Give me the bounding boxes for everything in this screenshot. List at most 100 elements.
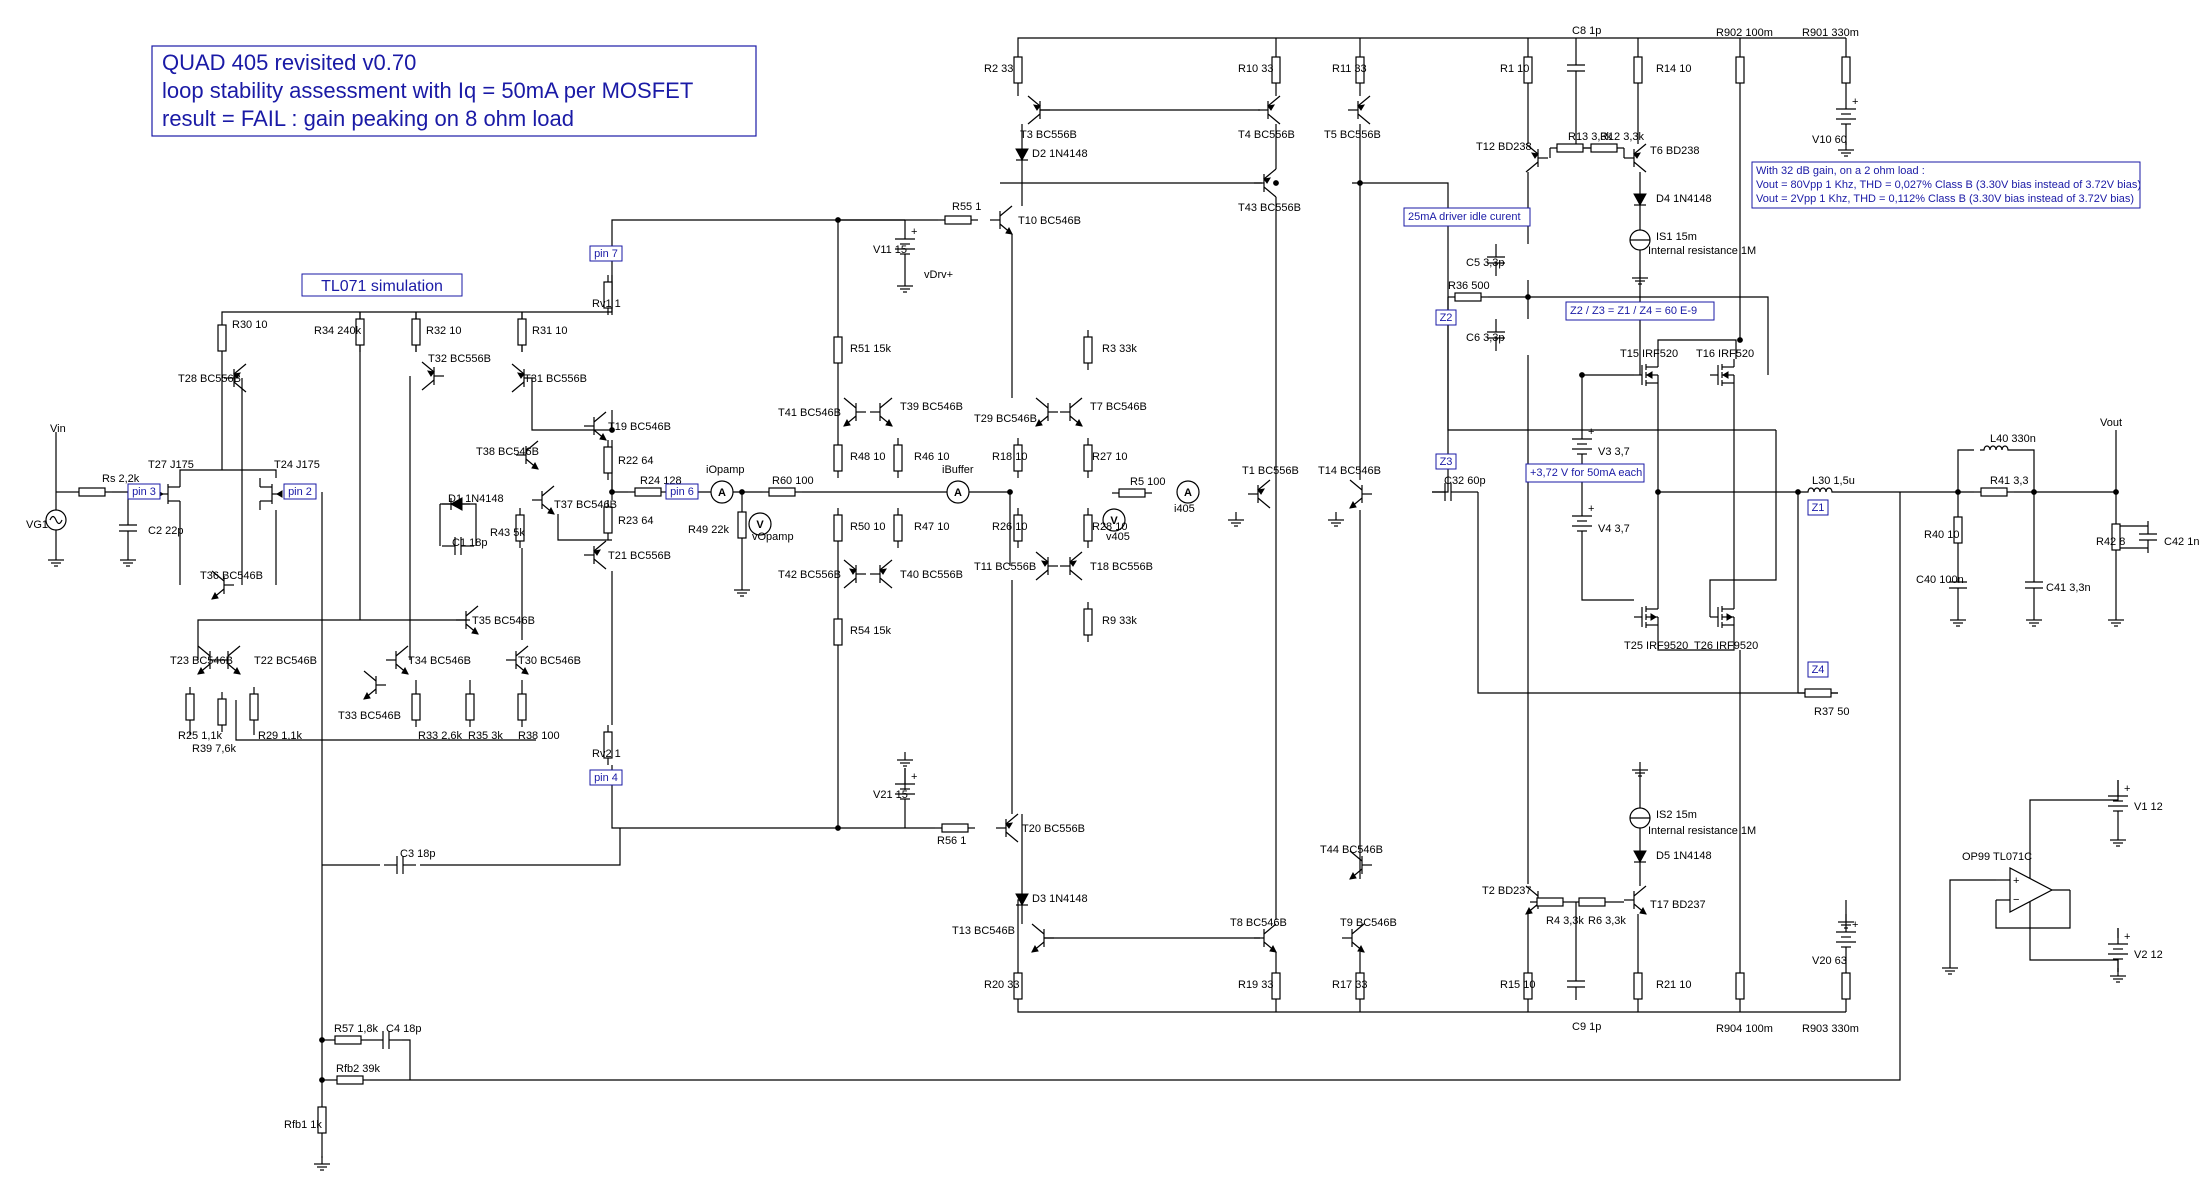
label-r33-2-6k: R33 2,6k bbox=[418, 730, 463, 742]
label-v11-15: V11 15 bbox=[873, 244, 907, 256]
component-r9-33k-resistor bbox=[1083, 602, 1093, 642]
label-r12-3-3k: R12 3,3k bbox=[1600, 131, 1645, 143]
svg-text:+: + bbox=[1588, 503, 1594, 515]
label-t18-bc556b: T18 BC556B bbox=[1090, 561, 1153, 573]
component-v11-15-battery: + bbox=[895, 223, 917, 267]
tag-text-z2: Z2 bbox=[1440, 312, 1453, 324]
label-r902-100m: R902 100m bbox=[1716, 27, 1773, 39]
label-r34-240k: R34 240k bbox=[314, 325, 362, 337]
component-t6-bd238-pnp bbox=[1624, 143, 1647, 173]
tl071-simulation-box: TL071 simulation bbox=[301, 273, 463, 297]
tag-z2: Z2 bbox=[1435, 309, 1457, 326]
component-v20-63-battery: + bbox=[1836, 916, 1858, 960]
label-t34-bc546b: T34 BC546B bbox=[408, 655, 471, 667]
component-t12-bd238-pnp bbox=[1525, 143, 1548, 173]
component-t3-bc556b-pnp bbox=[1027, 95, 1050, 125]
label-r43-5k: R43 5k bbox=[490, 527, 525, 539]
label-t39-bc546b: T39 BC546B bbox=[900, 401, 963, 413]
ground-symbol bbox=[897, 752, 913, 767]
label-t4-bc556b: T4 BC556B bbox=[1238, 129, 1295, 141]
component-t25-irf9520-pmos bbox=[1634, 601, 1659, 633]
label-r9-33k: R9 33k bbox=[1102, 615, 1137, 627]
tag-text-pin-2: pin 2 bbox=[288, 486, 312, 498]
junction-dot bbox=[835, 217, 841, 223]
label-t27-j175: T27 J175 bbox=[148, 459, 194, 471]
component-t35-bc546b-npn bbox=[456, 605, 479, 635]
wire bbox=[557, 514, 612, 541]
component-t36-bc546b-npn bbox=[211, 570, 234, 600]
wire bbox=[1949, 879, 1996, 960]
component-t18-bc556b-pnp bbox=[1060, 551, 1083, 581]
component-t42-bc556b-pnp bbox=[843, 559, 866, 589]
iopamp-ammeter: A bbox=[710, 480, 734, 504]
component-t26-irf9520-pmos bbox=[1710, 601, 1735, 633]
tag-pin-2: pin 2 bbox=[283, 483, 317, 500]
tl071-simulation-label: TL071 simulation bbox=[321, 278, 443, 295]
ground-symbol bbox=[1328, 512, 1344, 527]
component-r34-240k-resistor bbox=[355, 312, 365, 352]
label-r25-1-1k: R25 1,1k bbox=[178, 730, 223, 742]
tag-text-pin-6: pin 6 bbox=[670, 486, 694, 498]
svg-text:V: V bbox=[1110, 515, 1118, 527]
component-t9-bc546b-npn bbox=[1342, 923, 1365, 953]
label-r20-33: R20 33 bbox=[984, 979, 1019, 991]
component-t5-bc556b-pnp bbox=[1348, 95, 1371, 125]
component-c6-3-3p-capacitor bbox=[1487, 319, 1505, 351]
component-r57-1-8k-resistor bbox=[328, 1035, 368, 1045]
label-r39-7-6k: R39 7,6k bbox=[192, 743, 237, 755]
label-c32-60p: C32 60p bbox=[1444, 475, 1486, 487]
label-r32-10: R32 10 bbox=[426, 325, 461, 337]
wire bbox=[402, 1039, 411, 1080]
wire bbox=[197, 619, 470, 660]
label-v20-63: V20 63 bbox=[1812, 955, 1847, 967]
ground-symbol bbox=[1838, 914, 1854, 929]
label-r49-22k: R49 22k bbox=[688, 524, 729, 536]
label-t20-bc556b: T20 BC556B bbox=[1022, 823, 1085, 835]
junction-dot bbox=[835, 825, 841, 831]
label-v10-60: V10 60 bbox=[1812, 134, 1847, 146]
label-r55-1: R55 1 bbox=[952, 201, 981, 213]
label-r19-33: R19 33 bbox=[1238, 979, 1273, 991]
component-rv1-1-resistor bbox=[603, 275, 613, 315]
tag-pin-7: pin 7 bbox=[589, 245, 623, 262]
label-v2-12: V2 12 bbox=[2134, 949, 2163, 961]
junction-dot bbox=[1955, 489, 1961, 495]
svg-text:+: + bbox=[911, 771, 917, 783]
v405-voltmeter: V bbox=[1102, 508, 1126, 532]
label-t5-bc556b: T5 BC556B bbox=[1324, 129, 1381, 141]
driver-idle-note: 25mA driver idle curent bbox=[1403, 207, 1531, 227]
wire bbox=[1657, 633, 1735, 651]
junction-dot bbox=[2031, 489, 2037, 495]
label-r904-100m: R904 100m bbox=[1716, 1023, 1773, 1035]
wire bbox=[235, 700, 536, 741]
label-r2-33: R2 33 bbox=[984, 63, 1013, 75]
component-r30-10-resistor bbox=[217, 318, 227, 358]
tag-pin-6: pin 6 bbox=[665, 483, 699, 500]
wire bbox=[1995, 890, 2071, 929]
label-r4-3-3k: R4 3,3k bbox=[1546, 915, 1584, 927]
junction-dot bbox=[1795, 489, 1801, 495]
label-r54-15k: R54 15k bbox=[850, 625, 891, 637]
component-t10-bc546b-npn bbox=[990, 205, 1013, 235]
label-r57-1-8k: R57 1,8k bbox=[334, 1023, 379, 1035]
label-t13-bc546b: T13 BC546B bbox=[952, 925, 1015, 937]
label-t15-irf520: T15 IRF520 bbox=[1620, 348, 1678, 360]
wire bbox=[1657, 339, 1737, 359]
component-r26-10-resistor bbox=[1013, 508, 1023, 548]
title-line-1: QUAD 405 revisited v0.70 bbox=[162, 50, 416, 75]
wire bbox=[1581, 544, 1634, 601]
label-t28-bc556b: T28 BC556B bbox=[178, 373, 241, 385]
label-r26-10: R26 10 bbox=[992, 521, 1027, 533]
tag-z4: Z4 bbox=[1807, 661, 1829, 678]
label-t19-bc546b: T19 BC546B bbox=[608, 421, 671, 433]
label-r30-10: R30 10 bbox=[232, 319, 267, 331]
component-r41-3-3-resistor bbox=[1974, 487, 2014, 497]
component-r54-15k-resistor bbox=[833, 612, 843, 652]
label-t3-bc556b: T3 BC556B bbox=[1020, 129, 1077, 141]
component-r3-33k-resistor bbox=[1083, 330, 1093, 370]
component-t39-bc546b-npn bbox=[870, 397, 893, 427]
label-r40-10: R40 10 bbox=[1924, 529, 1959, 541]
